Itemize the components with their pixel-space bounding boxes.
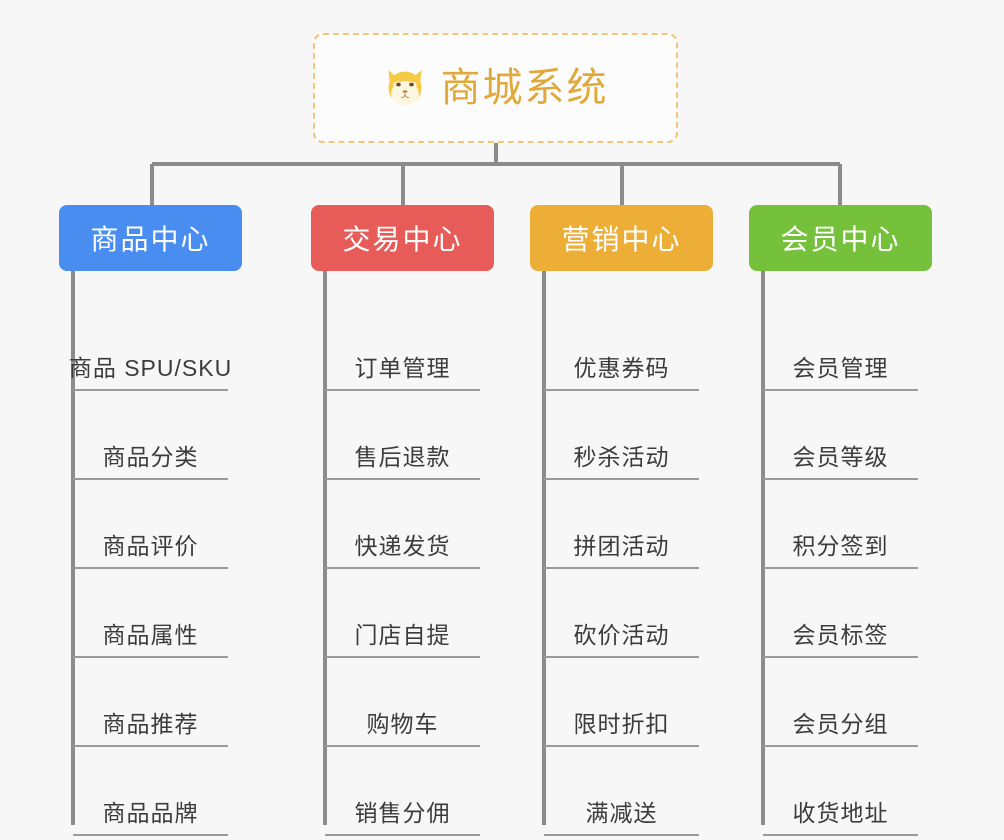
branch-header-3[interactable]: 营销中心	[530, 205, 713, 271]
leaf-item[interactable]: 商品推荐	[73, 658, 228, 747]
branch-leaf-list-1: 商品 SPU/SKU 商品分类 商品评价 商品属性 商品推荐 商品品牌	[59, 302, 231, 836]
leaf-item[interactable]: 购物车	[325, 658, 480, 747]
branch-column-4: 会员中心 会员管理 会员等级 积分签到 会员标签 会员分组 收货地址	[749, 205, 932, 836]
shiba-dog-face-icon	[388, 70, 421, 106]
branch-leaf-list-4: 会员管理 会员等级 积分签到 会员标签 会员分组 收货地址	[749, 302, 918, 836]
leaf-item[interactable]: 订单管理	[325, 302, 480, 391]
leaf-label: 秒杀活动	[573, 444, 670, 470]
root-node[interactable]: 商城系统	[313, 33, 678, 143]
branch-leaf-list-2: 订单管理 售后退款 快递发货 门店自提 购物车 销售分佣	[311, 302, 480, 836]
branch-header-2[interactable]: 交易中心	[311, 205, 494, 271]
branch-header-label-2: 交易中心	[342, 224, 463, 255]
leaf-item[interactable]: 售后退款	[325, 391, 480, 480]
leaf-item[interactable]: 满减送	[544, 747, 699, 836]
leaf-item[interactable]: 会员等级	[763, 391, 918, 480]
leaf-label: 商品推荐	[102, 711, 199, 737]
leaf-label: 限时折扣	[573, 711, 670, 737]
leaf-item[interactable]: 砍价活动	[544, 569, 699, 658]
leaf-item[interactable]: 商品品牌	[73, 747, 228, 836]
branch-column-1: 商品中心 商品 SPU/SKU 商品分类 商品评价 商品属性 商品推荐 商品品牌	[59, 205, 242, 836]
leaf-label: 销售分佣	[354, 800, 451, 826]
leaf-item[interactable]: 限时折扣	[544, 658, 699, 747]
leaf-item[interactable]: 销售分佣	[325, 747, 480, 836]
leaf-label: 订单管理	[354, 355, 451, 381]
leaf-label: 快递发货	[354, 533, 451, 559]
branch-column-3: 营销中心 优惠券码 秒杀活动 拼团活动 砍价活动 限时折扣 满减送	[530, 205, 713, 836]
leaf-item[interactable]: 秒杀活动	[544, 391, 699, 480]
leaf-item[interactable]: 拼团活动	[544, 480, 699, 569]
leaf-item[interactable]: 商品 SPU/SKU	[69, 302, 231, 391]
branch-column-2: 交易中心 订单管理 售后退款 快递发货 门店自提 购物车 销售分佣	[311, 205, 494, 836]
leaf-label: 商品分类	[102, 444, 199, 470]
leaf-item[interactable]: 会员分组	[763, 658, 918, 747]
leaf-label: 收货地址	[792, 800, 889, 826]
leaf-label: 会员等级	[792, 444, 889, 470]
leaf-item[interactable]: 积分签到	[763, 480, 918, 569]
leaf-label: 商品 SPU/SKU	[68, 355, 233, 381]
leaf-label: 会员标签	[792, 622, 889, 648]
leaf-label: 售后退款	[354, 444, 451, 470]
leaf-label: 会员管理	[792, 355, 889, 381]
leaf-label: 商品评价	[102, 533, 199, 559]
leaf-label: 商品品牌	[102, 800, 199, 826]
leaf-label: 优惠券码	[573, 355, 670, 381]
branch-leaf-list-3: 优惠券码 秒杀活动 拼团活动 砍价活动 限时折扣 满减送	[530, 302, 699, 836]
leaf-item[interactable]: 商品属性	[73, 569, 228, 658]
leaf-item[interactable]: 商品分类	[73, 391, 228, 480]
leaf-item[interactable]: 商品评价	[73, 480, 228, 569]
leaf-label: 商品属性	[102, 622, 199, 648]
leaf-label: 砍价活动	[573, 622, 670, 648]
leaf-item[interactable]: 会员标签	[763, 569, 918, 658]
branch-header-label-1: 商品中心	[90, 224, 211, 255]
leaf-label: 会员分组	[792, 711, 889, 737]
leaf-label: 积分签到	[792, 533, 889, 559]
leaf-item[interactable]: 会员管理	[763, 302, 918, 391]
leaf-item[interactable]: 优惠券码	[544, 302, 699, 391]
leaf-label: 门店自提	[354, 622, 451, 648]
root-title: 商城系统	[440, 66, 609, 110]
branch-header-4[interactable]: 会员中心	[749, 205, 932, 271]
leaf-label: 购物车	[366, 711, 439, 737]
leaf-label: 拼团活动	[573, 533, 670, 559]
branch-header-label-3: 营销中心	[561, 224, 682, 255]
leaf-item[interactable]: 收货地址	[763, 747, 918, 836]
leaf-item[interactable]: 门店自提	[325, 569, 480, 658]
branch-header-1[interactable]: 商品中心	[59, 205, 242, 271]
leaf-label: 满减送	[585, 800, 658, 826]
branch-header-label-4: 会员中心	[780, 224, 901, 255]
leaf-item[interactable]: 快递发货	[325, 480, 480, 569]
